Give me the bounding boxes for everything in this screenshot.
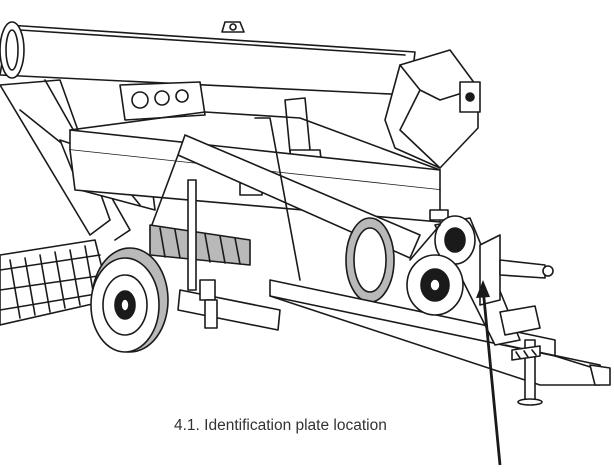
hopper-flighting (0, 239, 111, 326)
hitch-arm (479, 234, 554, 406)
axle-assembly (177, 179, 281, 331)
pulley-assembly (406, 215, 521, 346)
identification-plate-arrow (476, 280, 502, 466)
center-flighting (149, 224, 251, 266)
auger-tube (0, 21, 416, 96)
front-wheel (90, 247, 169, 353)
figure-caption: 4.1. Identification plate location (174, 417, 387, 434)
rear-tire (345, 217, 395, 303)
jack-pattern (511, 345, 541, 361)
discharge-spout (384, 49, 481, 169)
lower-frame-rail (269, 279, 611, 386)
